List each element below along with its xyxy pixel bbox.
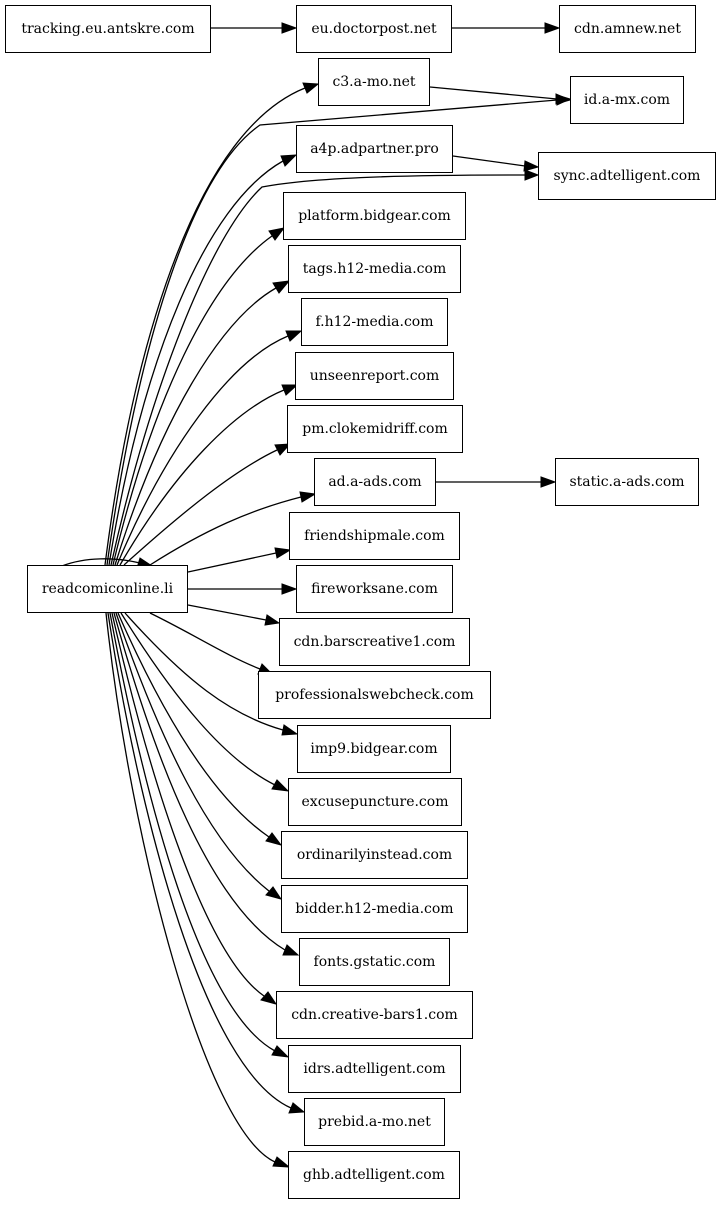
- arrowhead-pmcloke: [274, 443, 292, 456]
- edge-readcomic-pmcloke: [123, 449, 278, 566]
- node-profweb[interactable]: professionalswebcheck.com: [258, 671, 491, 719]
- node-amnew[interactable]: cdn.amnew.net: [559, 5, 696, 53]
- arrowhead-sync: [524, 169, 540, 181]
- edge-readcomic-bidgear: [112, 235, 273, 566]
- node-c3amo[interactable]: c3.a-mo.net: [318, 58, 430, 106]
- edge-readcomic-tagsh12: [114, 287, 277, 566]
- node-bidderh12[interactable]: bidder.h12-media.com: [281, 885, 468, 933]
- arrowhead-aads: [299, 491, 317, 503]
- edge-readcomic-barscreative: [187, 604, 267, 621]
- arrowhead-fh12: [285, 330, 303, 342]
- node-pmcloke[interactable]: pm.clokemidriff.com: [287, 405, 463, 453]
- node-aads[interactable]: ad.a-ads.com: [314, 458, 436, 506]
- arrowhead-doctorpost: [281, 22, 298, 34]
- arrowhead-ordinarily: [265, 832, 283, 846]
- node-a4p[interactable]: a4p.adpartner.pro: [296, 125, 453, 173]
- arrowhead-amnew: [544, 22, 561, 34]
- node-prebid[interactable]: prebid.a-mo.net: [304, 1098, 445, 1146]
- edge-readcomic-fonts: [113, 612, 286, 951]
- node-idamx[interactable]: id.a-mx.com: [570, 76, 684, 124]
- edge-readcomic-ordinarily: [117, 612, 270, 838]
- node-ghb[interactable]: ghb.adtelligent.com: [288, 1151, 460, 1199]
- arrowhead-idrs: [271, 1045, 290, 1058]
- arrowhead-idamx: [556, 94, 572, 106]
- edge-readcomic-bidderh12: [115, 612, 270, 892]
- edge-readcomic-creativebars: [111, 612, 265, 997]
- node-fh12[interactable]: f.h12-media.com: [301, 298, 448, 346]
- edge-readcomic-ghb: [105, 612, 276, 1163]
- node-sync[interactable]: sync.adtelligent.com: [538, 152, 716, 200]
- arrowhead-prebid: [288, 1102, 306, 1114]
- node-unseen[interactable]: unseenreport.com: [295, 352, 454, 400]
- arrowhead-bidgear: [268, 227, 286, 241]
- arrowhead-fireworks: [281, 583, 298, 595]
- arrowhead-tagsh12: [272, 280, 291, 294]
- arrowhead-barscreative: [264, 614, 281, 626]
- edge-readcomic-prebid: [107, 612, 292, 1109]
- arrowhead-creativebars: [260, 991, 278, 1005]
- edge-readcomic-profweb: [149, 612, 261, 670]
- node-barscreative[interactable]: cdn.barscreative1.com: [279, 618, 470, 666]
- node-imp9[interactable]: imp9.bidgear.com: [297, 725, 451, 773]
- edge-readcomic-idamx: [106, 99, 558, 566]
- node-tracking[interactable]: tracking.eu.antskre.com: [5, 5, 211, 53]
- node-creativebars[interactable]: cdn.creative-bars1.com: [276, 991, 473, 1039]
- edge-readcomic-self-loop: [61, 558, 141, 567]
- edge-readcomic-aads: [149, 496, 302, 566]
- arrowhead-friendship: [274, 547, 292, 559]
- edge-readcomic-c3amo: [104, 87, 306, 566]
- arrowhead-staticaads: [540, 476, 557, 488]
- edge-readcomic-fh12: [116, 335, 289, 566]
- arrowhead-imp9: [281, 724, 299, 736]
- edge-readcomic-imp9: [124, 612, 284, 731]
- node-idrs[interactable]: idrs.adtelligent.com: [288, 1045, 461, 1093]
- edge-readcomic-idrs: [109, 612, 276, 1052]
- edge-readcomic-sync: [110, 174, 526, 566]
- node-readcomic[interactable]: readcomiconline.li: [27, 565, 188, 613]
- arrowhead-excuse: [271, 779, 290, 792]
- node-doctorpost[interactable]: eu.doctorpost.net: [296, 5, 452, 53]
- node-excuse[interactable]: excusepuncture.com: [288, 778, 462, 826]
- arrowhead-bidderh12: [265, 886, 283, 900]
- node-bidgear[interactable]: platform.bidgear.com: [283, 192, 466, 240]
- node-fonts[interactable]: fonts.gstatic.com: [299, 938, 450, 986]
- edge-readcomic-unseen: [119, 389, 285, 566]
- arrowhead-sync-from-a4p: [523, 160, 540, 172]
- arrowhead-ghb: [272, 1156, 291, 1168]
- edge-readcomic-friendship: [187, 552, 277, 573]
- node-tagsh12[interactable]: tags.h12-media.com: [288, 245, 461, 293]
- arrowhead-c3amo: [302, 82, 320, 94]
- edge-a4p-sync: [452, 155, 526, 167]
- edge-c3amo-idamx: [429, 86, 558, 100]
- arrowhead-fonts: [282, 944, 300, 956]
- edge-readcomic-excuse: [120, 612, 276, 786]
- node-staticaads[interactable]: static.a-ads.com: [555, 458, 699, 506]
- edge-readcomic-a4p: [108, 160, 284, 566]
- arrowhead-unseen: [281, 384, 299, 396]
- arrowhead-a4p: [280, 154, 298, 167]
- node-ordinarily[interactable]: ordinarilyinstead.com: [281, 831, 468, 879]
- node-fireworks[interactable]: fireworksane.com: [296, 565, 453, 613]
- node-friendship[interactable]: friendshipmale.com: [289, 512, 460, 560]
